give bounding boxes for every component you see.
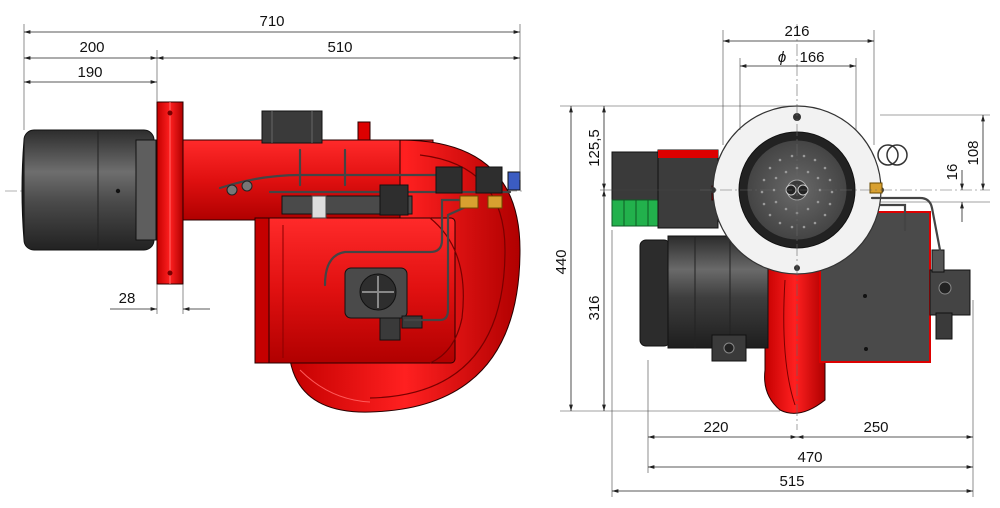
front-piping xyxy=(869,144,942,252)
dim-right-upper-height: 108 xyxy=(965,140,982,165)
dim-body-length: 510 xyxy=(327,39,352,56)
dim-head-to-flange: 190 xyxy=(77,64,102,81)
dim-total-width: 515 xyxy=(779,473,804,490)
front-view: 216 ϕ 166 440 125,5 316 108 16 220 250 4… xyxy=(553,23,990,497)
mounting-flange xyxy=(156,101,184,285)
blast-tube-head xyxy=(21,129,157,251)
dim-lower-height: 316 xyxy=(586,295,603,320)
dim-right-width: 250 xyxy=(863,419,888,436)
side-view: 710 200 510 190 28 xyxy=(5,13,525,413)
dim-base-width: 470 xyxy=(797,449,822,466)
fan-motor xyxy=(639,235,769,362)
dim-right-small-offset: 16 xyxy=(944,164,961,181)
electrical-connectors xyxy=(611,149,725,229)
dim-upper-offset: 125,5 xyxy=(586,129,603,167)
dim-housing-width: 216 xyxy=(784,23,809,40)
dim-head-length: 200 xyxy=(79,39,104,56)
dim-diameter-symbol: ϕ xyxy=(778,49,786,66)
dim-blast-tube-diameter: 166 xyxy=(799,49,824,66)
dim-total-length: 710 xyxy=(259,13,284,30)
dim-total-height: 440 xyxy=(553,249,570,274)
dim-left-width: 220 xyxy=(703,419,728,436)
dim-flange-thickness: 28 xyxy=(119,290,136,307)
valve-assembly xyxy=(281,166,521,219)
burner-body xyxy=(182,110,521,413)
